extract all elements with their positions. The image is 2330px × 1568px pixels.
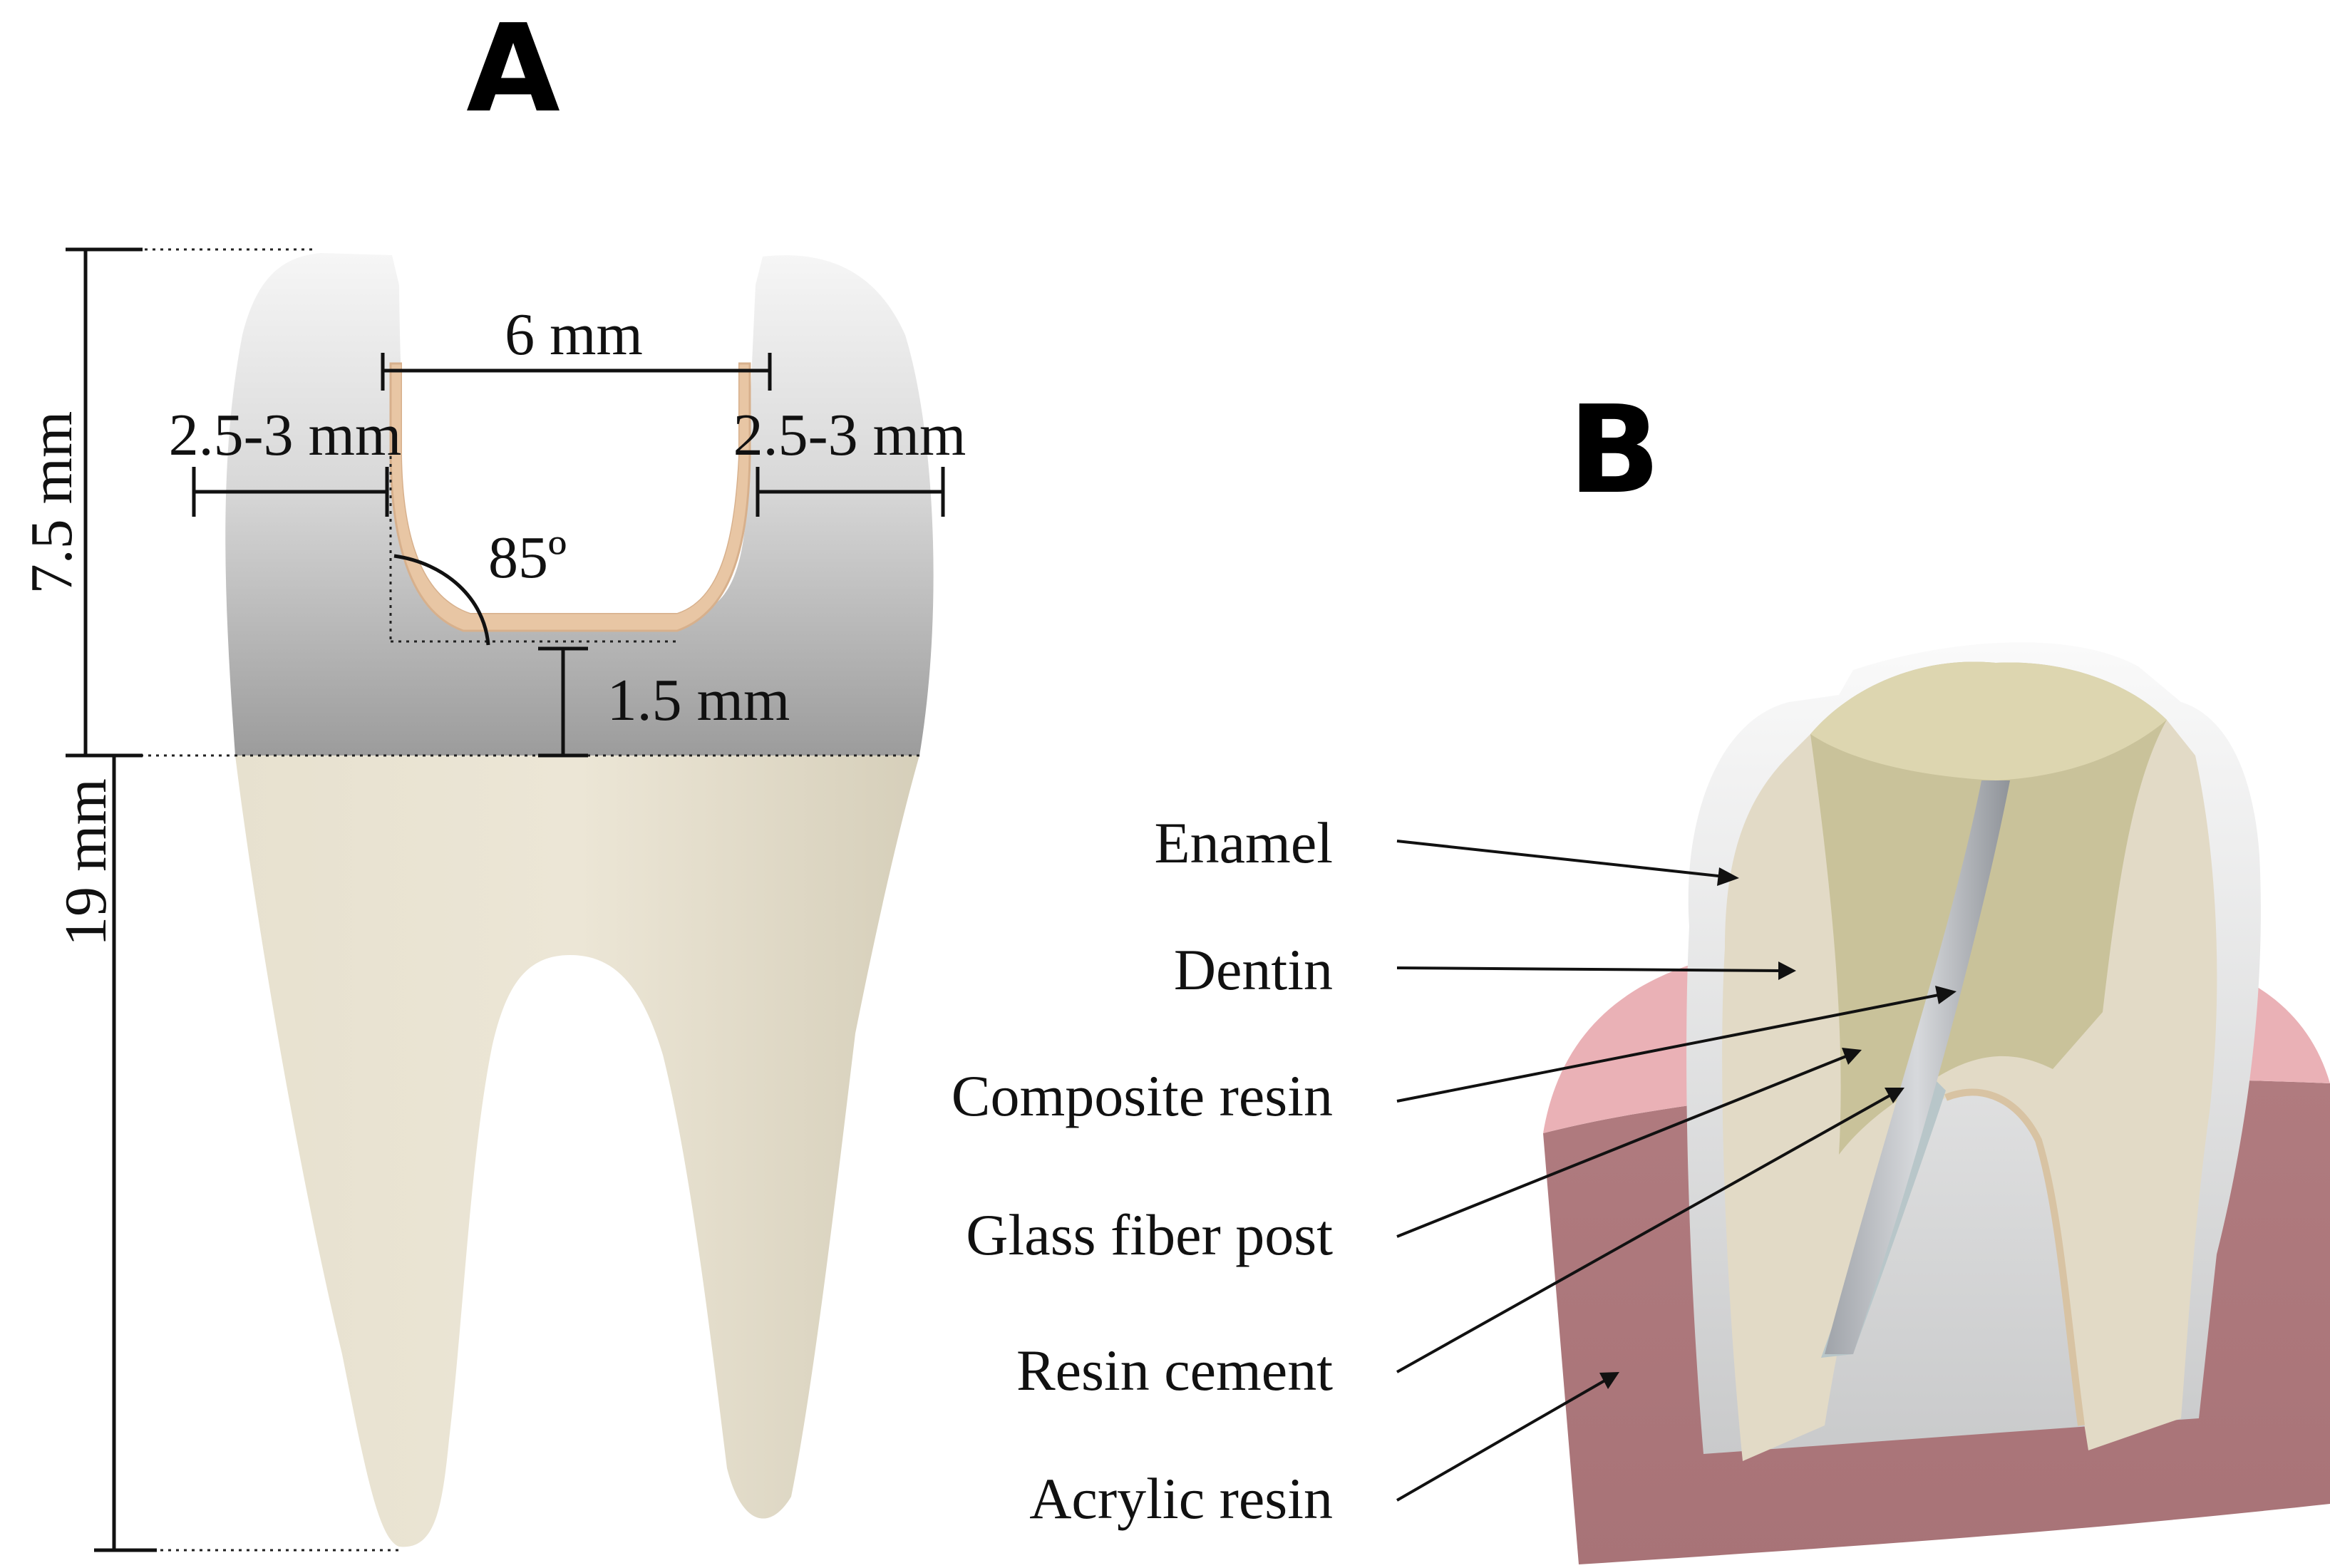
dimension-cavity-width: 6 mm (381, 301, 772, 391)
arrowhead-dentin (1778, 961, 1796, 980)
arrowhead-cement (1885, 1088, 1904, 1103)
arrow-acrylic (1396, 1378, 1608, 1502)
arrow-dentin (1396, 966, 1783, 972)
label-root-length: 19 mm (53, 778, 119, 947)
label-enamel: Enamel (1155, 810, 1333, 875)
arrow-post (1396, 1053, 1850, 1238)
label-dentin: Dentin (1174, 937, 1333, 1002)
label-wall-left: 2.5-3 mm (169, 402, 402, 468)
tooth-a (225, 253, 934, 1547)
label-angle: 85º (488, 525, 567, 591)
tooth-b-composite (1810, 661, 2167, 1155)
dimension-crown-height: 7.5 mm (19, 247, 143, 758)
arrowhead-post (1842, 1048, 1862, 1065)
arrowhead-composite (1935, 986, 1957, 1004)
tooth-b-post (1825, 780, 2010, 1354)
tooth-a-cavity (402, 271, 738, 613)
label-wall-right: 2.5-3 mm (733, 402, 966, 468)
panel-letter-a: A (466, 0, 560, 140)
model-b (1543, 642, 2330, 1564)
label-crown-height: 7.5 mm (19, 411, 85, 594)
arrow-enamel (1396, 840, 1726, 878)
dimension-floor-thickness: 1.5 mm (538, 646, 790, 758)
label-floor-thickness: 1.5 mm (607, 667, 790, 733)
dimension-root-length: 19 mm (53, 755, 157, 1552)
tooth-b-composite-top (1810, 661, 2167, 780)
arrow-composite (1396, 993, 1943, 1103)
labels-b: Enamel Dentin Composite resin Glass fibe… (952, 810, 1333, 1531)
label-cavity-width: 6 mm (505, 301, 643, 368)
reference-lines-a (86, 248, 919, 1552)
tooth-a-root (235, 755, 919, 1547)
panel-letter-b: B (1568, 380, 1661, 521)
label-resin-cement: Resin cement (1016, 1338, 1333, 1403)
label-glass-fiber-post: Glass fiber post (966, 1202, 1333, 1267)
dimension-angle: 85º (393, 525, 567, 646)
arrowhead-enamel (1717, 867, 1739, 886)
arrows-b (1396, 840, 1957, 1502)
dimension-wall-right: 2.5-3 mm (733, 402, 966, 517)
dimension-wall-left: 2.5-3 mm (169, 402, 402, 517)
tooth-a-crown (225, 253, 934, 755)
arrowhead-acrylic (1599, 1372, 1619, 1389)
label-acrylic-resin: Acrylic resin (1029, 1466, 1333, 1531)
arrow-cement (1396, 1093, 1893, 1373)
label-composite-resin: Composite resin (952, 1063, 1333, 1128)
tooth-b-canal (1944, 1088, 2085, 1426)
